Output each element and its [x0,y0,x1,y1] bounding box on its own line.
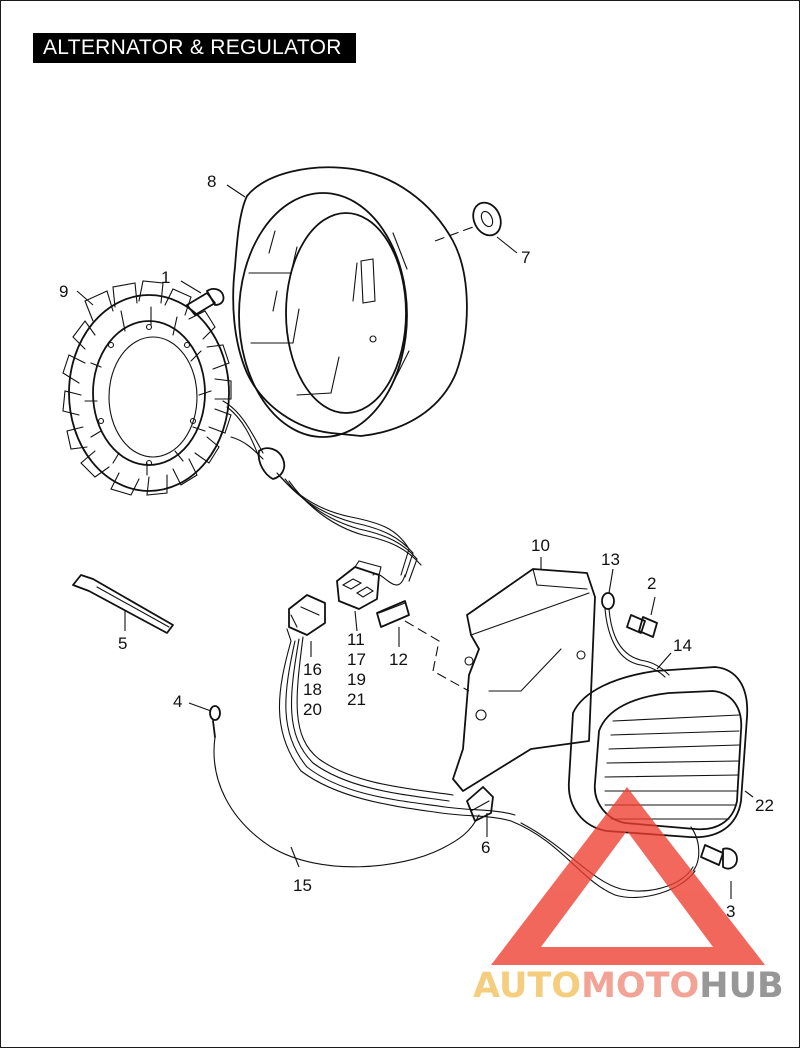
callout-10: 10 [531,536,550,555]
watermark-text: AUTOMOTOHUB [473,966,784,1006]
page-title: ALTERNATOR & REGULATOR [33,33,356,63]
adhesive-pad [376,600,470,692]
rotor [232,166,474,438]
callout-19: 19 [347,670,366,689]
ground-wire [209,705,480,868]
callout-15: 15 [293,876,312,895]
callout-labels: 8 7 1 9 5 10 13 2 14 12 11 17 19 21 16 1… [59,172,774,921]
mounting-bracket [452,568,596,792]
stator [62,280,232,496]
callout-4: 4 [173,692,182,711]
callout-11: 11 [347,630,365,649]
regulator-screw [700,844,738,870]
callout-20: 20 [303,700,322,719]
callout-22: 22 [755,796,774,815]
ground-strap [601,592,670,678]
stator-screw [186,288,225,316]
callout-3: 3 [726,902,735,921]
cable-strap [72,574,174,634]
watermark-triangle [491,787,765,965]
callout-17: 17 [347,650,366,669]
watermark-hub: HUB [699,966,783,1006]
voltage-regulator [568,666,749,839]
bracket-bolt [626,614,658,638]
watermark-auto: AUTO [473,966,581,1006]
callout-8: 8 [207,172,216,191]
callout-16: 16 [303,660,322,679]
callout-1: 1 [161,268,170,287]
callout-5: 5 [118,634,127,653]
regulator-harness [278,636,700,899]
regulator-connector [286,594,326,642]
callout-13: 13 [601,550,620,569]
washer [472,201,502,237]
callout-9: 9 [59,282,68,301]
stator-connector [336,560,382,610]
callout-7: 7 [521,248,530,267]
watermark: AUTOMOTOHUB [473,787,784,1006]
harness-clip [466,786,494,822]
callout-12: 12 [389,650,408,669]
callout-2: 2 [647,574,656,593]
callout-14: 14 [673,636,692,655]
watermark-moto: MOTO [581,966,699,1006]
callout-6: 6 [481,838,490,857]
stator-harness [222,400,422,586]
callout-18: 18 [303,680,322,699]
callout-21: 21 [347,690,366,709]
leader-lines [76,184,754,899]
